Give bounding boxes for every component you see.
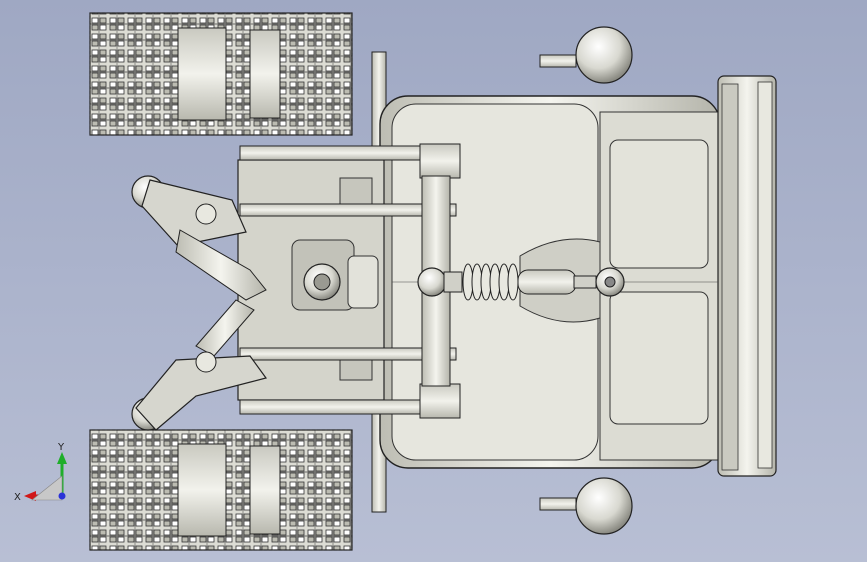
triad-x-label: X — [14, 492, 21, 503]
spring-damper[interactable] — [417, 263, 625, 301]
arm-lower[interactable] — [131, 299, 268, 431]
triad-y-label: Y — [57, 442, 65, 453]
coordinate-triad: Y X — [14, 442, 67, 503]
triad-x-arrowhead — [24, 491, 36, 501]
triad-y-arrowhead — [57, 452, 67, 464]
track-upper-left[interactable] — [89, 12, 353, 136]
sensor-sphere-top[interactable] — [539, 26, 633, 84]
arm-upper[interactable] — [131, 175, 267, 301]
chassis-plate[interactable] — [237, 159, 385, 401]
track-lower-left[interactable] — [89, 429, 353, 551]
triad-xy-plane — [31, 475, 63, 501]
sensor-sphere-bottom[interactable] — [539, 477, 633, 535]
triad-z-axis — [58, 492, 66, 500]
